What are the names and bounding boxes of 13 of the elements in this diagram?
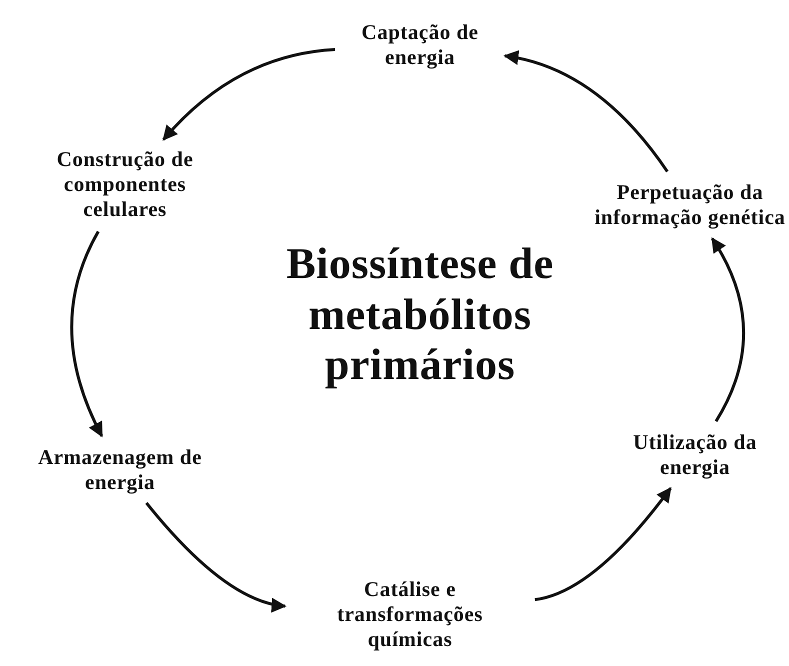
curved-arrow [534, 487, 672, 602]
curved-arrow [503, 50, 669, 172]
curved-arrow [70, 230, 104, 438]
cycle-step-label: Armazenagem de energia [20, 444, 220, 496]
cycle-step-label: Utilização da energia [615, 430, 775, 480]
curved-arrow [145, 502, 286, 612]
cycle-step-label: Captação de energia [345, 20, 495, 70]
curved-arrow [710, 237, 746, 422]
curved-arrow [162, 48, 336, 141]
cycle-step-label: Construção de componentes celulares [20, 147, 230, 223]
diagram-title: Biossíntese de metabólitos primários [285, 239, 555, 391]
cycle-step-label: Catálise e transformações químicas [295, 577, 525, 653]
cycle-step-label: Perpetuação da informação genética [590, 180, 789, 230]
